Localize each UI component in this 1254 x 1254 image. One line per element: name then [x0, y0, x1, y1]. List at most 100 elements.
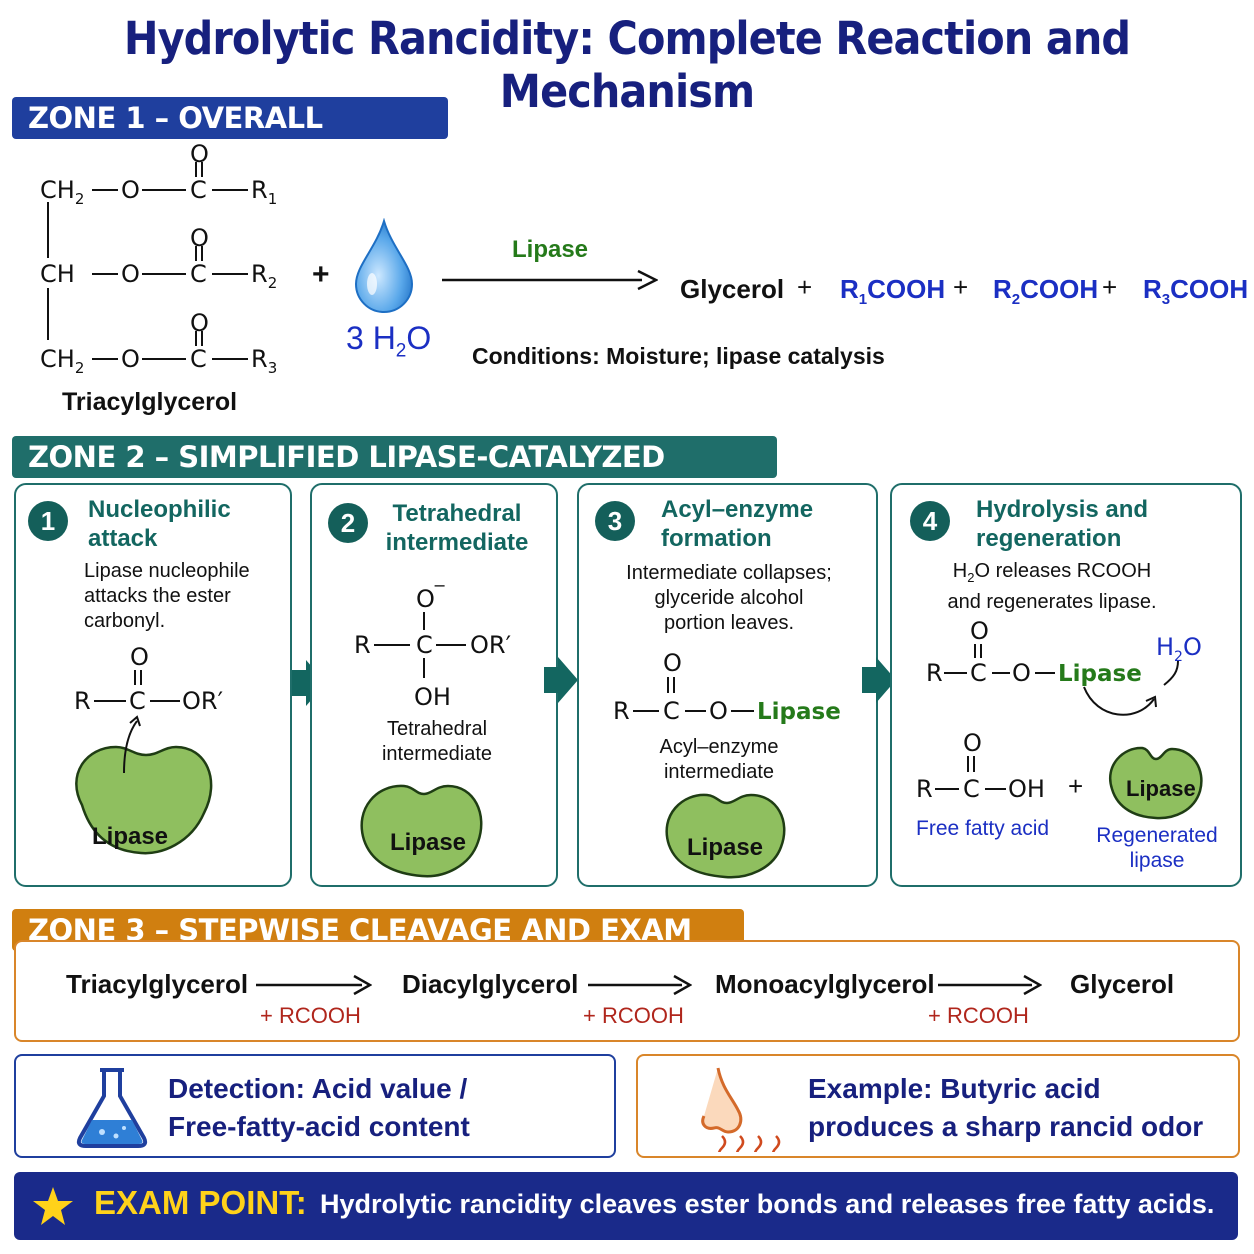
- water-drop-icon: [354, 218, 414, 313]
- free-fatty-acid-label: Free fatty acid: [916, 817, 1050, 840]
- svg-text:C: C: [190, 260, 207, 288]
- enzyme-2-label: Lipase: [390, 829, 467, 856]
- chain-triacylglycerol: Triacylglycerol: [66, 969, 249, 999]
- chain-arrow-1: [256, 974, 372, 996]
- enzyme-2: [360, 784, 483, 878]
- zone1-banner-text: ZONE 1 – OVERALL REACTION: [28, 101, 323, 177]
- step-4-lipase-text: Lipase: [1058, 661, 1142, 687]
- chain-arrow-3: [938, 974, 1042, 996]
- step-1-number: 1: [28, 501, 68, 541]
- step-arrow-2: [544, 657, 578, 703]
- tag-r1: R1: [251, 176, 278, 208]
- tag-name: Triacylglycerol: [62, 388, 238, 416]
- svg-text:C: C: [970, 659, 987, 687]
- svg-text:O: O: [121, 260, 140, 288]
- svg-text:R: R: [74, 687, 91, 715]
- chain-diacylglycerol: Diacylglycerol: [402, 969, 579, 999]
- svg-text:O: O: [190, 309, 209, 337]
- chain-glycerol: Glycerol: [1070, 969, 1175, 999]
- zone2-banner: ZONE 2 – SIMPLIFIED LIPASE-CATALYZED MEC…: [12, 436, 777, 516]
- enzyme-4-label: Lipase: [1126, 776, 1196, 801]
- chain-byproduct-1: + RCOOH: [260, 1003, 361, 1028]
- product-acid-2: R2COOH: [993, 274, 1099, 309]
- step-3-lipase-text: Lipase: [757, 699, 841, 725]
- cleavage-chain-box: [14, 940, 1240, 1042]
- svg-text:OH: OH: [1008, 775, 1045, 803]
- svg-text:O: O: [121, 345, 140, 373]
- svg-text:OH: OH: [414, 683, 451, 711]
- tag-r3: R3: [251, 345, 278, 377]
- svg-text:R: R: [354, 631, 371, 659]
- svg-text:C: C: [129, 687, 146, 715]
- svg-text:O: O: [190, 140, 209, 168]
- zone1-banner: ZONE 1 – OVERALL REACTION: [12, 97, 448, 177]
- step-arrow-1: [292, 660, 326, 706]
- tag-row-2-left: CH: [40, 260, 75, 288]
- chain-byproduct-3: + RCOOH: [928, 1003, 1029, 1028]
- reaction-conditions: Conditions: Moisture; lipase catalysis: [472, 343, 885, 369]
- product-acid-1: R1COOH: [840, 274, 946, 309]
- product-acid-3: R3COOH: [1143, 274, 1249, 309]
- nose-icon: [701, 1067, 781, 1152]
- svg-text:O: O: [663, 649, 682, 677]
- svg-text:OR′: OR′: [182, 687, 223, 715]
- step-4-number: 4: [910, 501, 950, 541]
- svg-text:O: O: [1012, 659, 1031, 687]
- step-3-number: 3: [595, 501, 635, 541]
- tag-r2: R2: [251, 260, 278, 292]
- step-arrow-3: [862, 657, 896, 703]
- water-label: 3 H2O: [346, 320, 432, 362]
- svg-text:R: R: [916, 775, 933, 803]
- exam-point-bar: EXAM POINT: Hydrolytic rancidity cleaves…: [14, 1172, 1238, 1240]
- chain-arrow-2: [588, 974, 692, 996]
- step-4-water: H2O: [1156, 633, 1202, 665]
- step-4-description: H2O releases RCOOH and regenerates lipas…: [947, 560, 1157, 613]
- flask-icon: [76, 1068, 148, 1148]
- svg-text:O: O: [190, 224, 209, 252]
- svg-text:OR′: OR′: [470, 631, 511, 659]
- svg-text:R: R: [613, 697, 630, 725]
- svg-text:O: O: [121, 176, 140, 204]
- tag-row-3-left: CH2: [40, 345, 85, 377]
- detection-text: Detection: Acid value /Free-fatty-acid c…: [168, 1073, 470, 1142]
- star-icon: [33, 1187, 73, 1225]
- reaction-arrow: [442, 269, 658, 291]
- svg-text:O: O: [416, 585, 435, 613]
- svg-text:C: C: [190, 176, 207, 204]
- step-2-number: 2: [328, 503, 368, 543]
- enzyme-1: [75, 745, 213, 855]
- detection-note: Detection: Acid value /Free-fatty-acid c…: [14, 1054, 616, 1158]
- svg-text:O: O: [970, 617, 989, 645]
- step-2-diagram: O− R C OR′ OH: [354, 576, 511, 711]
- enzyme-3-label: Lipase: [687, 834, 764, 861]
- svg-text:C: C: [963, 775, 980, 803]
- svg-text:C: C: [190, 345, 207, 373]
- enzyme-3: [665, 793, 786, 879]
- exam-point-label: EXAM POINT:: [94, 1184, 307, 1221]
- exam-point-text: Hydrolytic rancidity cleaves ester bonds…: [320, 1189, 1215, 1219]
- svg-text:C: C: [416, 631, 433, 659]
- enzyme-1-label: Lipase: [92, 823, 169, 850]
- svg-text:−: −: [433, 576, 446, 595]
- chain-monoacylglycerol: Monoacylglycerol: [715, 969, 935, 999]
- enzyme-4: [1109, 746, 1203, 820]
- tag-row-1-left: CH2: [40, 176, 85, 208]
